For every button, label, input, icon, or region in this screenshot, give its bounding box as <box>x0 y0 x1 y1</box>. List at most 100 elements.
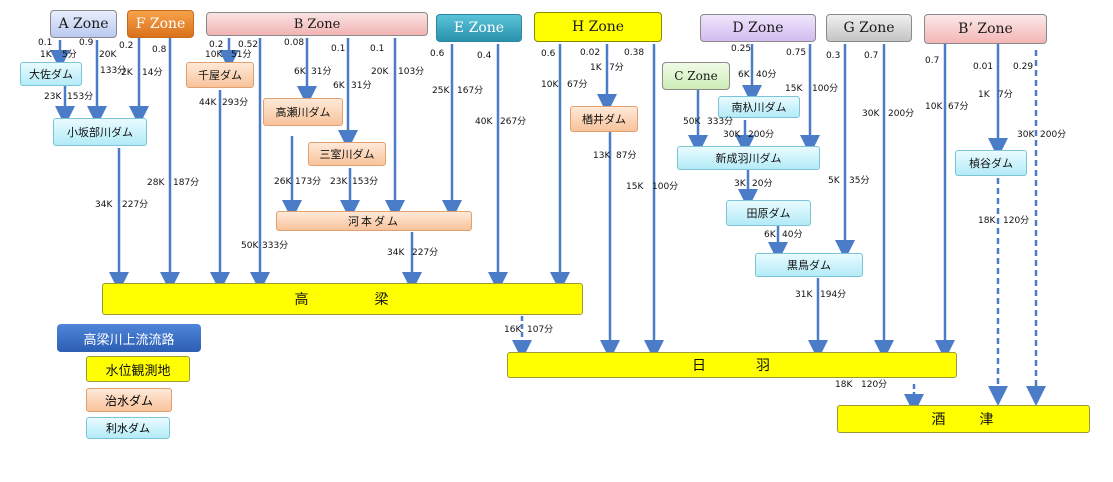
flow-dist: 50K <box>241 241 259 251</box>
flow-dist: 2K <box>121 68 133 78</box>
flow-ratio: 0.08 <box>284 38 305 48</box>
flow-time: 100分 <box>652 182 679 192</box>
zone-f: F Zone <box>127 10 194 38</box>
flow-dist: 25K <box>432 86 450 96</box>
flow-time: 67分 <box>948 102 969 112</box>
flow-dist: 1K <box>978 90 990 100</box>
flow-time: 7分 <box>998 90 1013 100</box>
flow-dist: 40K <box>475 117 493 127</box>
flow-dist: 10K <box>925 102 943 112</box>
flow-dist: 34K <box>95 200 113 210</box>
legend-observation: 水位観測地 <box>86 356 190 382</box>
dam-kuroshima: 黒鳥ダム <box>755 253 863 277</box>
flow-dist: 34K <box>387 248 405 258</box>
flow-time: 31分 <box>311 67 332 77</box>
dam-shinnariwa: 新成羽川ダム <box>677 146 820 170</box>
flow-dist: 15K <box>626 182 644 192</box>
flow-time: 194分 <box>820 290 847 300</box>
flow-dist: 1K <box>590 63 602 73</box>
zone-b: B Zone <box>206 12 428 36</box>
dam-chiya: 千屋ダム <box>186 62 254 88</box>
zone-c: C Zone <box>662 62 730 90</box>
flow-dist: 5K <box>828 176 840 186</box>
flow-dist: 1K <box>40 50 52 60</box>
zone-g: G Zone <box>826 14 912 42</box>
flow-ratio: 0.4 <box>477 51 492 61</box>
station-takahashi: 高 梁 <box>102 283 583 315</box>
flow-ratio: 0.02 <box>580 48 601 58</box>
flow-time: 107分 <box>527 325 554 335</box>
flow-dist: 28K <box>147 178 165 188</box>
flow-ratio: 0.01 <box>973 62 994 72</box>
flow-dist: 44K <box>199 98 217 108</box>
dam-sanmurogawa: 三室川ダム <box>308 142 386 166</box>
legend-flood-dam: 治水ダム <box>86 388 172 412</box>
flow-dist: 13K <box>593 151 611 161</box>
flow-time: 40分 <box>782 230 803 240</box>
flow-dist: 30K <box>1017 130 1035 140</box>
zone-h: H Zone <box>534 12 662 42</box>
flow-time: 227分 <box>412 248 439 258</box>
flow-time: 20分 <box>752 179 773 189</box>
flow-time: 200分 <box>1040 130 1067 140</box>
flow-time: 67分 <box>567 80 588 90</box>
flow-time: 200分 <box>888 109 915 119</box>
flow-time: 293分 <box>222 98 249 108</box>
flow-time: 333分 <box>707 117 734 127</box>
flow-ratio: 0.1 <box>331 44 346 54</box>
zone-b-prime: B’ Zone <box>924 14 1047 44</box>
flow-dist: 30K <box>723 130 741 140</box>
flow-ratio: 0.75 <box>786 48 807 58</box>
dam-minamishiro: 南杁川ダム <box>718 96 800 118</box>
flow-dist: 31K <box>795 290 813 300</box>
flow-dist: 10K <box>205 50 223 60</box>
flow-dist: 50K <box>683 117 701 127</box>
legend-title: 高梁川上流流路 <box>57 324 201 352</box>
flow-dist: 20K <box>99 50 117 60</box>
flow-time: 167分 <box>457 86 484 96</box>
flow-time: 31分 <box>351 81 372 91</box>
flow-dist: 30K <box>862 109 880 119</box>
flow-time: 120分 <box>1003 216 1030 226</box>
flow-time: 173分 <box>295 177 322 187</box>
flow-time: 40分 <box>756 70 777 80</box>
dam-kakoi: 楢井ダム <box>570 106 638 132</box>
flow-time: 227分 <box>122 200 149 210</box>
flow-ratio: 0.1 <box>38 38 53 48</box>
flow-dist: 20K <box>371 67 389 77</box>
dam-osa: 大佐ダム <box>20 62 82 86</box>
flow-ratio: 0.7 <box>925 56 940 66</box>
flow-dist: 26K <box>274 177 292 187</box>
flow-time: 35分 <box>849 176 870 186</box>
station-sakazu: 酒 津 <box>837 405 1090 433</box>
flow-dist: 3K <box>734 179 746 189</box>
flow-dist: 18K <box>978 216 996 226</box>
flow-time: 7分 <box>609 63 624 73</box>
flow-dist: 16K <box>504 325 522 335</box>
flow-time: 187分 <box>173 178 200 188</box>
station-hiwa: 日 羽 <box>507 352 957 378</box>
flow-time: 14分 <box>142 68 163 78</box>
flow-ratio: 0.3 <box>826 51 841 61</box>
flow-time: 200分 <box>748 130 775 140</box>
flow-ratio: 0.25 <box>731 44 752 54</box>
flow-ratio: 0.9 <box>79 38 94 48</box>
flow-dist: 18K <box>835 380 853 390</box>
flow-time: 267分 <box>500 117 527 127</box>
flow-ratio: 0.7 <box>864 51 879 61</box>
dam-kosakabe: 小坂部川ダム <box>53 118 147 146</box>
flow-dist: 6K <box>738 70 750 80</box>
zone-d: D Zone <box>700 14 816 42</box>
flow-time: 133分 <box>100 66 127 76</box>
flow-time: 153分 <box>67 92 94 102</box>
dam-kawamoto: 河本ダム <box>276 211 472 231</box>
zone-a: A Zone <box>50 10 117 38</box>
flow-ratio: 0.2 <box>119 41 134 51</box>
dam-tabara: 田原ダム <box>726 200 811 226</box>
flow-dist: 23K <box>330 177 348 187</box>
flow-ratio: 0.6 <box>541 49 556 59</box>
legend-water-dam: 利水ダム <box>86 417 170 439</box>
dam-takasegawa: 高瀬川ダム <box>263 98 343 126</box>
flow-time: 100分 <box>812 84 839 94</box>
